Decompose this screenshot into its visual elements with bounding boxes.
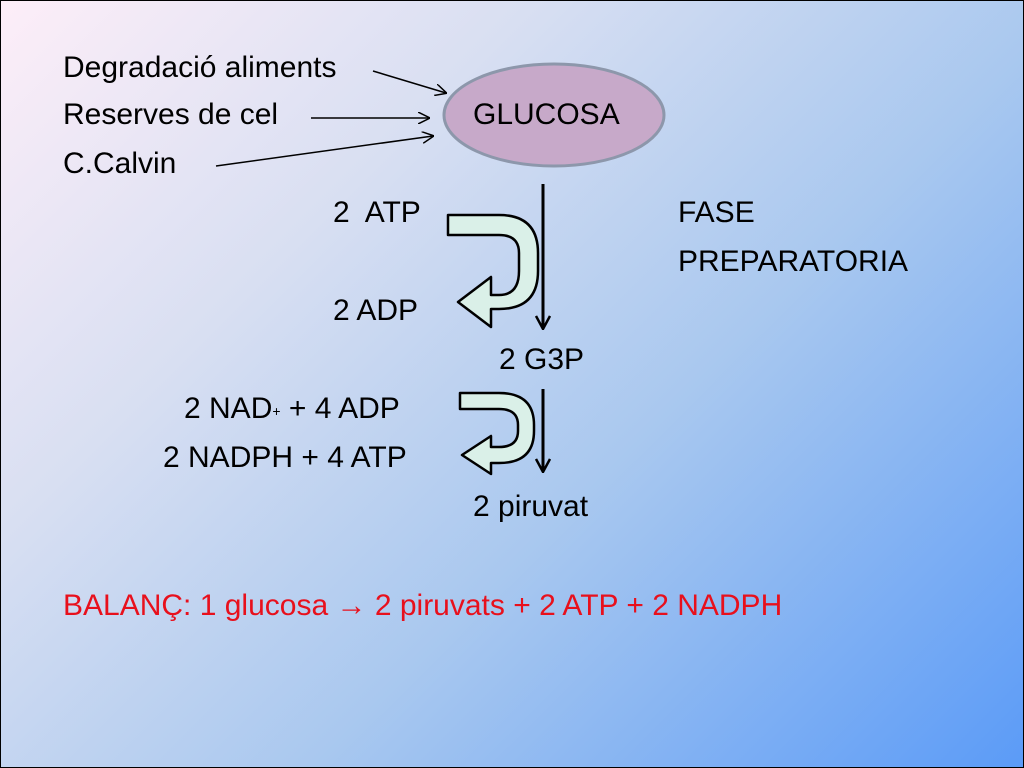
adp-output-label: 2 ADP [333, 294, 419, 327]
arrow-calvin-to-glucosa [215, 136, 433, 167]
source-degradacio-aliments: Degradació aliments [63, 51, 337, 84]
phase-label-line2: PREPARATORIA [678, 245, 909, 278]
piruvat-label: 2 piruvat [473, 490, 589, 523]
nad-text: 2 NAD [184, 392, 273, 425]
glucosa-label: GLUCOSA [473, 98, 620, 131]
nadph-atp-label: 2 NADPH + 4 ATP [163, 441, 407, 474]
glucosa-ellipse [442, 62, 666, 168]
g3p-label: 2 G3P [499, 343, 585, 376]
adp-text: + 4 ADP [280, 392, 400, 425]
curved-arrow-atp-adp [446, 213, 540, 329]
atp-input-label: 2 ATP [333, 196, 421, 229]
source-c-calvin: C.Calvin [63, 147, 177, 180]
phase-label-line1: FASE [678, 196, 755, 229]
nad-adp-label: 2 NAD+ + 4 ADP [184, 392, 400, 426]
arrow-degradacio-to-glucosa [372, 70, 446, 93]
balance-result: 2 piruvats + 2 ATP + 2 NADPH [366, 589, 783, 622]
balance-text: BALANÇ: 1 glucosa → 2 piruvats + 2 ATP +… [63, 589, 782, 623]
balance-label: BALANÇ: 1 glucosa [63, 589, 337, 622]
nad-superscript: + [272, 403, 281, 419]
balance-arrow-icon: → [336, 589, 367, 622]
curved-arrow-nad-nadph [458, 391, 536, 476]
source-reserves-de-cel: Reserves de cel [63, 98, 279, 131]
